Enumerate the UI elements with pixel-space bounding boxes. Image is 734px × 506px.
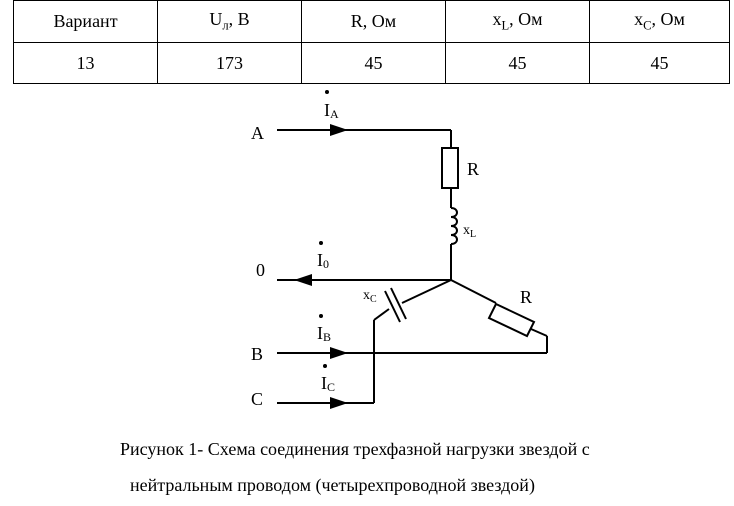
current-ia-label: IA — [324, 100, 339, 121]
phase-c-cap-wire — [373, 308, 390, 321]
phase-b-right-wire — [530, 328, 548, 337]
resistor-phase-b-label: R — [520, 287, 532, 307]
node-zero-label: 0 — [256, 260, 265, 280]
cell-variant: 13 — [13, 42, 158, 84]
current-ic-label: IC — [321, 373, 335, 394]
cell-inductive-reactance: 45 — [445, 42, 590, 84]
resistor-phase-a-label: R — [467, 159, 479, 179]
current-b-arrow-icon — [330, 347, 348, 359]
table-row: 13 173 45 45 45 — [13, 42, 730, 84]
header-cell-variant: Вариант — [13, 0, 158, 43]
header-cell-line-voltage: Uл, В — [157, 0, 302, 43]
cell-capacitive-reactance: 45 — [589, 42, 730, 84]
caption-line-2: нейтральным проводом (четырехпроводной з… — [130, 475, 535, 495]
phase-b-star-wire — [450, 279, 497, 304]
phasor-dot-i0 — [319, 241, 323, 245]
caption-line-1: Рисунок 1- Схема соединения трехфазной н… — [120, 439, 590, 459]
resistor-phase-b — [487, 302, 536, 338]
cell-resistance: 45 — [301, 42, 446, 84]
current-a-arrow-icon — [330, 124, 348, 136]
node-c-label: C — [251, 389, 263, 409]
capacitor-label: xC — [363, 288, 377, 305]
inductor-coil — [450, 207, 458, 245]
phasor-dot-ic — [323, 364, 327, 368]
capacitor-plate-1 — [384, 290, 401, 323]
current-c-arrow-icon — [330, 397, 348, 409]
header-cell-inductive-reactance: xL, Ом — [445, 0, 590, 43]
phasor-dot-ib — [319, 314, 323, 318]
header-cell-resistance: R, Ом — [301, 0, 446, 43]
header-cell-capacitive-reactance: xC, Ом — [589, 0, 730, 43]
table-header-row: Вариант Uл, В R, Ом xL, Ом xC, Ом — [13, 0, 730, 43]
current-ib-label: IB — [317, 323, 331, 344]
capacitor-plate-2 — [390, 287, 407, 320]
phase-c-star-wire — [401, 279, 452, 304]
cell-line-voltage: 173 — [157, 42, 302, 84]
phasor-dot-ia — [325, 90, 329, 94]
node-a-label: A — [251, 123, 264, 143]
resistor-phase-a — [441, 147, 459, 189]
parameters-table: Вариант Uл, В R, Ом xL, Ом xC, Ом 13 173… — [13, 0, 730, 84]
current-i0-label: I0 — [317, 250, 329, 271]
inductor-label: xL — [463, 223, 476, 240]
node-b-label: B — [251, 344, 263, 364]
current-0-arrow-icon — [294, 274, 312, 286]
